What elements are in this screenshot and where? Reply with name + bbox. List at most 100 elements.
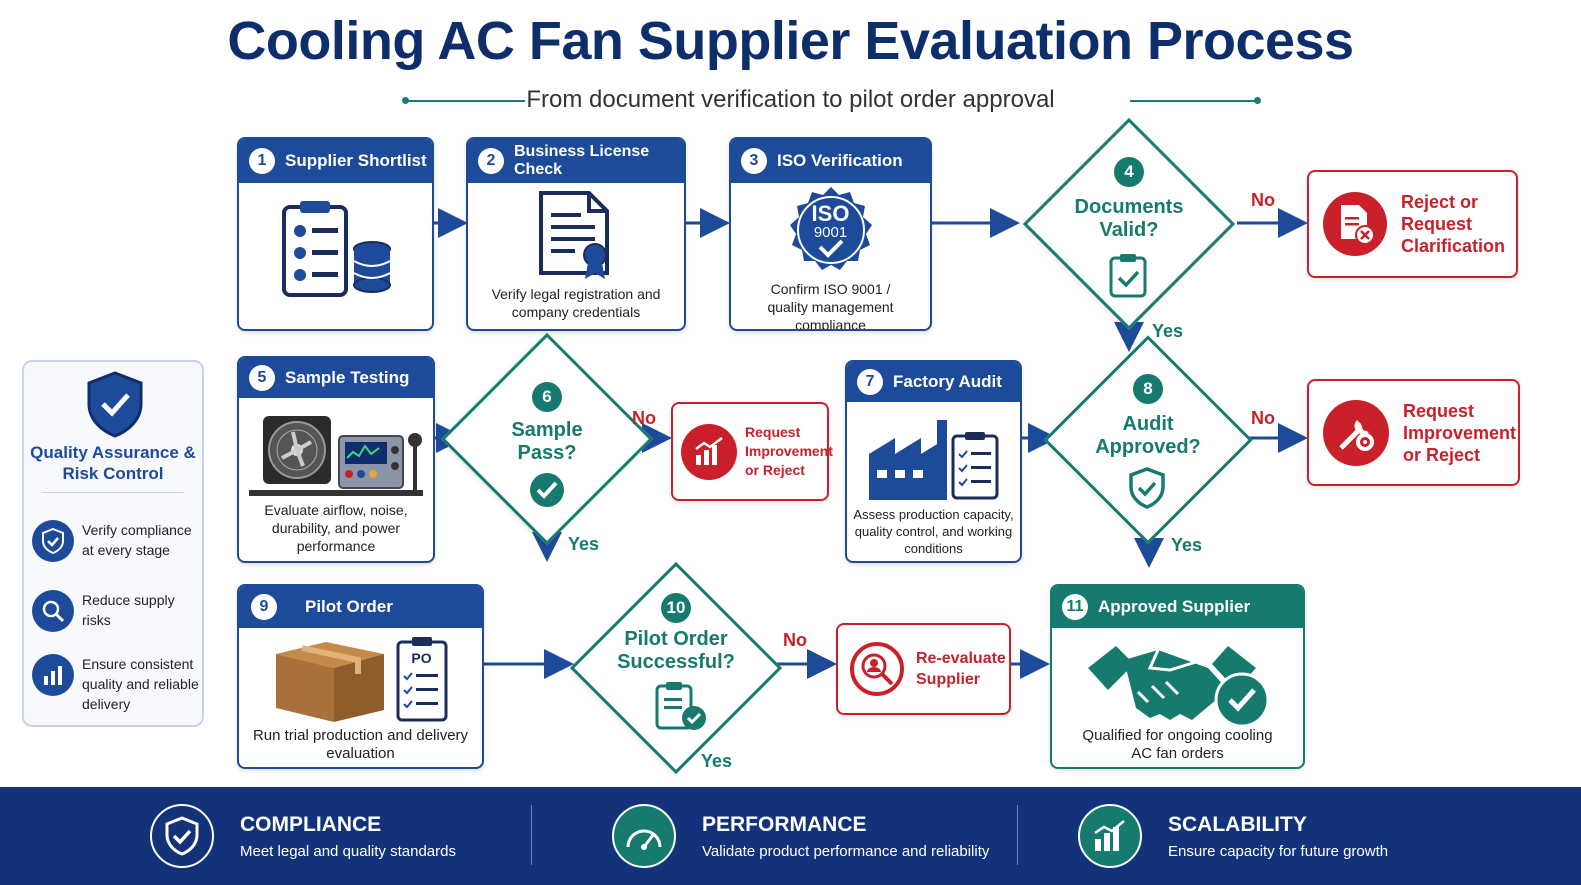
panel-item-label: Verify compliance at every stage: [82, 522, 192, 558]
step-description: Assess production capacity, quality cont…: [853, 507, 1014, 556]
step-title: Supplier Shortlist: [285, 151, 427, 170]
iso-badge-top: ISO: [811, 201, 850, 226]
step-description: Run trial production and delivery evalua…: [252, 727, 469, 762]
growth-chart-icon: [1078, 804, 1142, 868]
search-person-icon: [850, 642, 904, 696]
fan-test-equipment-icon: [239, 408, 433, 498]
step-number: 7: [857, 369, 883, 395]
decision-label: Documents Valid?: [1074, 196, 1184, 241]
subtitle-dot-right: [1254, 97, 1261, 104]
branch-yes-label: Yes: [701, 751, 733, 771]
decision-number: 8: [1133, 374, 1163, 404]
footer-compliance: COMPLIANCE Meet legal and quality standa…: [150, 787, 456, 885]
decision-label: Audit Approved?: [1095, 413, 1201, 458]
shield-check-icon: [84, 370, 146, 443]
branch-yes-label: Yes: [1152, 321, 1184, 341]
license-certificate-icon: [468, 189, 684, 281]
subtitle-rule-left: [405, 100, 525, 102]
package-po-icon: PO: [239, 634, 482, 724]
panel-item: Verify compliance at every stage: [32, 520, 202, 562]
step-card-iso-verification[interactable]: 3 ISO Verification ISO 9001 Confirm ISO …: [729, 137, 932, 331]
card-header: 1 Supplier Shortlist: [239, 139, 432, 183]
step-title: ISO Verification: [777, 151, 903, 170]
panel-divider: [42, 492, 184, 493]
subtitle-rule-right: [1130, 100, 1258, 102]
branch-yes-label: Yes: [568, 534, 600, 554]
branch-yes-label: Yes: [1171, 535, 1203, 555]
reject-document-icon: [1323, 192, 1387, 256]
footer-performance: PERFORMANCE Validate product performance…: [612, 787, 989, 885]
step-number: 2: [478, 148, 504, 174]
step-number: 11: [1062, 594, 1088, 620]
step-number: 3: [741, 148, 767, 174]
card-header: 7 Factory Audit: [847, 362, 1020, 402]
outcome-re-evaluate-supplier[interactable]: Re-evaluate Supplier: [836, 623, 1011, 715]
shield-check-icon: [1128, 467, 1166, 514]
footer-scalability: SCALABILITY Ensure capacity for future g…: [1078, 787, 1388, 885]
step-title: Factory Audit: [893, 372, 1002, 391]
footer-desc: Meet legal and quality standards: [240, 842, 456, 860]
step-description: Verify legal registration and company cr…: [491, 286, 661, 320]
subtitle-dot-left: [402, 97, 409, 104]
bar-chart-icon: [32, 654, 74, 696]
step-number: 9: [251, 594, 277, 620]
magnifier-icon: [32, 590, 74, 632]
branch-no-label: No: [632, 408, 656, 428]
footer-title: PERFORMANCE: [702, 812, 867, 836]
footer-divider: [531, 805, 532, 865]
step-description: Qualified for ongoing cooling AC fan ord…: [1082, 727, 1273, 762]
iso-badge-bottom: 9001: [813, 224, 848, 241]
step-card-factory-audit[interactable]: 7 Factory Audit Assess production capaci…: [845, 360, 1022, 563]
clipboard-check-icon: [1108, 252, 1148, 303]
factory-checklist-icon: [847, 414, 1020, 504]
footer-divider: [1017, 805, 1018, 865]
page-subtitle: From document verification to pilot orde…: [526, 86, 1055, 113]
gauge-icon: [612, 804, 676, 868]
step-card-approved-supplier[interactable]: 11 Approved Supplier Qualified for ongoi…: [1050, 584, 1305, 769]
panel-item-label: Reduce supply risks: [82, 592, 175, 628]
po-label: PO: [411, 650, 432, 666]
tools-gear-icon: [1323, 399, 1389, 466]
step-description: Confirm ISO 9001 / quality management co…: [767, 281, 894, 331]
page-title: Cooling AC Fan Supplier Evaluation Proce…: [227, 11, 1354, 71]
outcome-label: Re-evaluate Supplier: [916, 650, 1006, 688]
panel-title: Quality Assurance & Risk Control: [30, 443, 196, 483]
card-header: 5 Sample Testing: [239, 358, 433, 398]
step-title: Approved Supplier: [1098, 597, 1251, 616]
decision-label: Sample Pass?: [511, 419, 583, 464]
clipboard-list-icon: [239, 201, 432, 301]
outcome-request-improvement-audit[interactable]: Request Improvement or Reject: [1307, 379, 1520, 486]
shield-check-icon: [150, 804, 214, 868]
card-header: 9 Pilot Order: [239, 586, 482, 628]
step-card-business-license-check[interactable]: 2 Business License Check Verify legal re…: [466, 137, 686, 331]
outcome-label: Request Improvement or Reject: [745, 424, 833, 478]
step-card-sample-testing[interactable]: 5 Sample Testing Evaluate airflow, noise…: [237, 356, 435, 563]
handshake-check-icon: [1052, 638, 1303, 728]
card-header: 3 ISO Verification: [731, 139, 930, 183]
footer-desc: Validate product performance and reliabi…: [702, 842, 990, 860]
footer-title: COMPLIANCE: [240, 812, 382, 836]
step-card-supplier-shortlist[interactable]: 1 Supplier Shortlist: [237, 137, 434, 331]
outcome-label: Request Improvement or Reject: [1403, 400, 1517, 465]
outcome-label: Reject or Request Clarification: [1401, 192, 1506, 256]
step-title: Business License Check: [514, 143, 650, 178]
branch-no-label: No: [1251, 190, 1275, 210]
footer-title: SCALABILITY: [1168, 812, 1307, 836]
outcome-request-improvement-sample[interactable]: Request Improvement or Reject: [671, 402, 833, 501]
footer-banner: COMPLIANCE Meet legal and quality standa…: [0, 787, 1581, 885]
step-card-pilot-order[interactable]: 9 Pilot Order PO Run trial production an…: [237, 584, 484, 769]
panel-item-label: Ensure consistent quality and reliable d…: [82, 656, 199, 712]
improvement-chart-icon: [681, 423, 737, 480]
step-number: 5: [249, 365, 275, 391]
quality-assurance-panel: Quality Assurance & Risk Control Verify …: [22, 360, 204, 727]
step-title: Pilot Order: [305, 597, 393, 616]
outcome-reject-clarification[interactable]: Reject or Request Clarification: [1307, 170, 1518, 278]
panel-item: Ensure consistent quality and reliable d…: [32, 654, 206, 714]
step-number: 1: [249, 148, 275, 174]
footer-desc: Ensure capacity for future growth: [1168, 842, 1389, 860]
decision-number: 6: [532, 382, 562, 412]
branch-no-label: No: [783, 630, 807, 650]
panel-item: Reduce supply risks: [32, 590, 202, 632]
decision-label: Pilot Order Successful?: [617, 628, 735, 673]
branch-no-label: No: [1251, 408, 1275, 428]
